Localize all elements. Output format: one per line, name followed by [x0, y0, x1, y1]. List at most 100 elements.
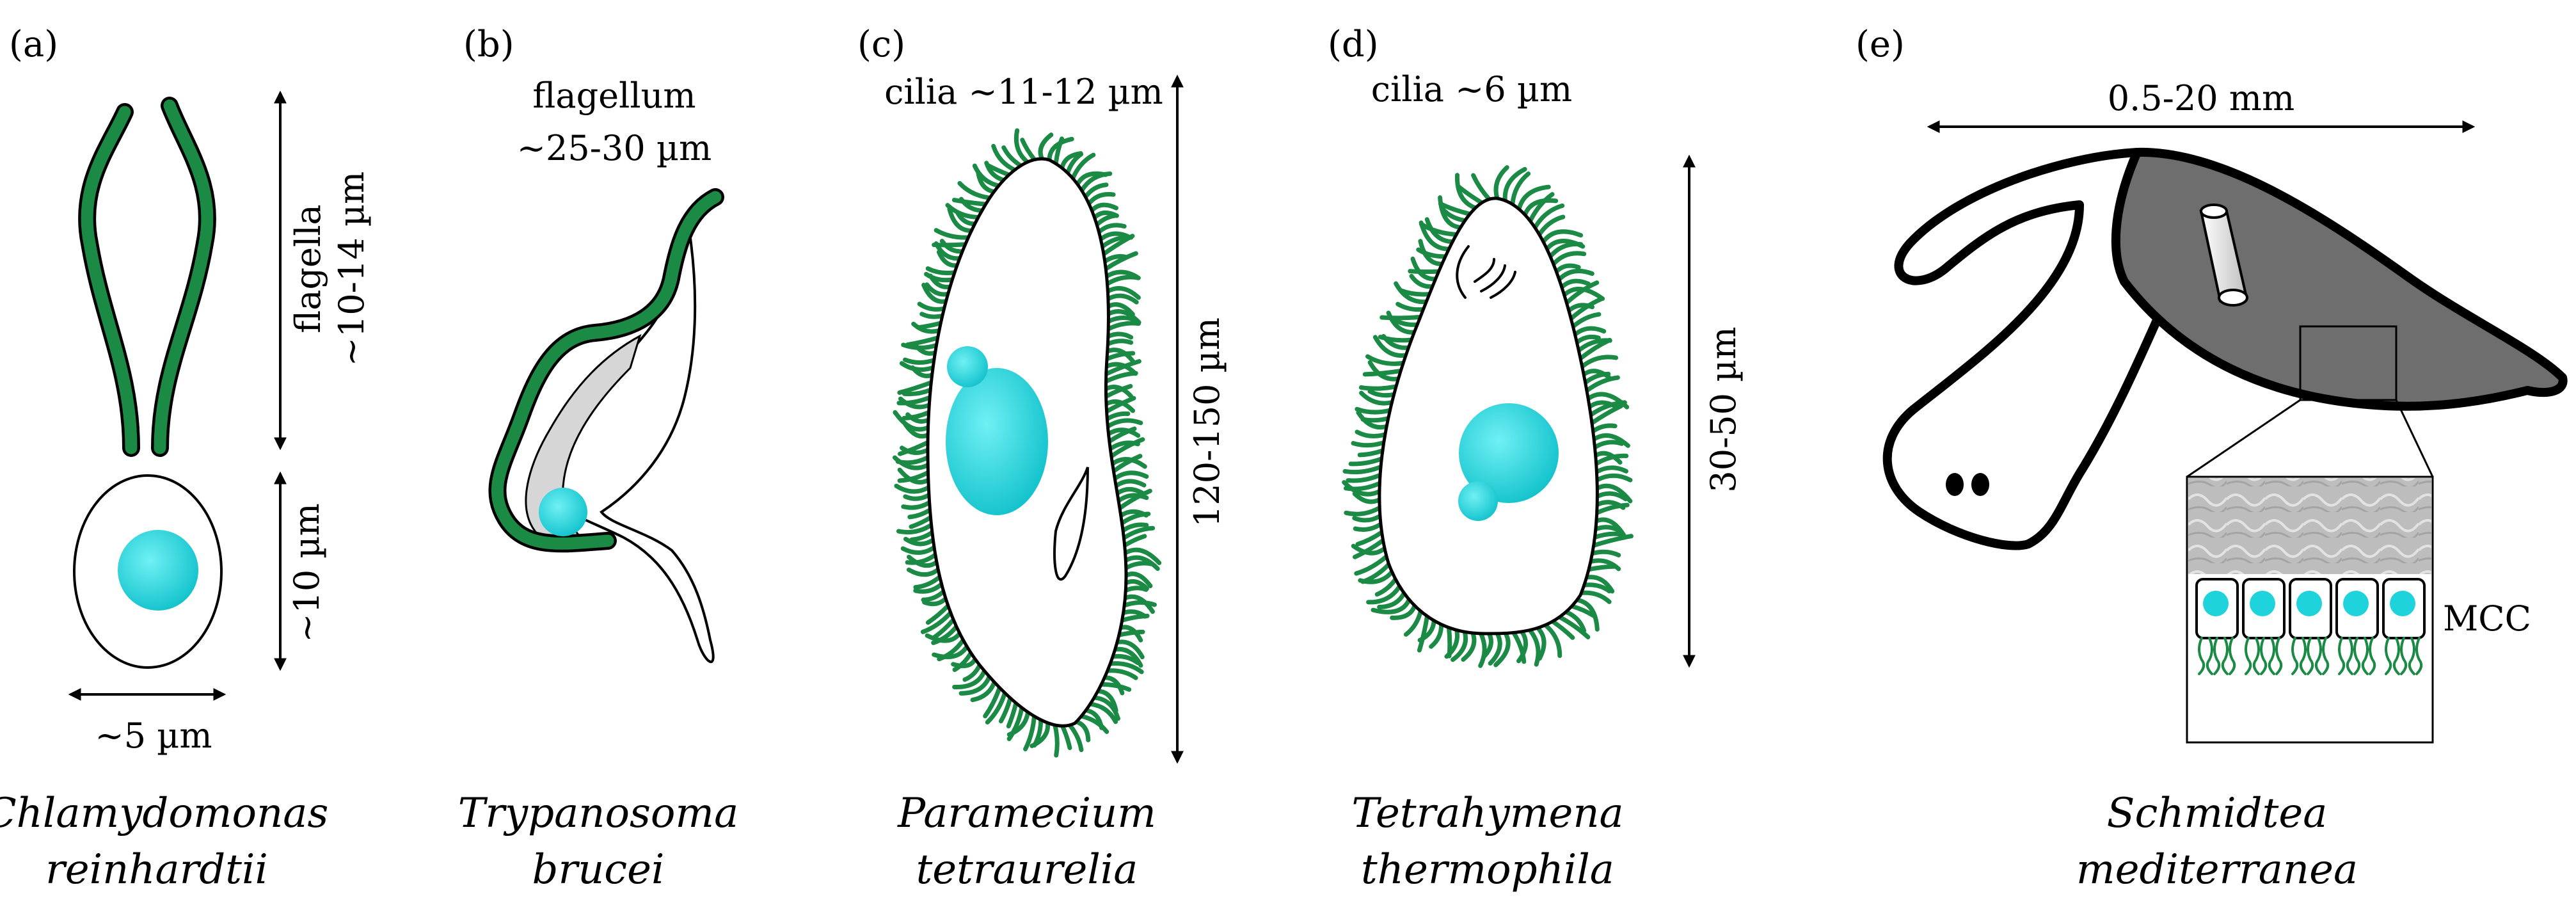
cilium — [932, 644, 969, 659]
cilium — [893, 410, 931, 432]
cilium — [896, 522, 934, 535]
trypanosoma-flagellum — [488, 188, 724, 553]
mcc-cilium — [2206, 637, 2213, 675]
cilium — [1359, 390, 1394, 406]
cilium — [1582, 582, 1612, 594]
cilium — [1588, 400, 1627, 417]
cilium — [1122, 534, 1147, 548]
cilium — [1366, 584, 1402, 605]
cilium — [1537, 214, 1566, 237]
paramecium-oral-groove — [1053, 467, 1089, 581]
cilium — [1578, 337, 1612, 361]
cilium — [1456, 184, 1484, 205]
cilium — [1360, 416, 1391, 423]
cilium — [1105, 339, 1134, 346]
cilium — [1104, 359, 1141, 376]
planarian-length-label: 0.5-20 mm — [2108, 78, 2294, 118]
species-name-e-line1: Schmidtea — [2107, 790, 2328, 837]
cilium — [1564, 609, 1587, 633]
zoom-region-box — [2299, 325, 2397, 401]
cilium — [1106, 293, 1139, 305]
cilium — [1343, 481, 1382, 492]
cilium — [1559, 278, 1591, 290]
cilium — [1117, 488, 1152, 511]
panel-d-letter: (d) — [1328, 24, 1379, 65]
cilium — [1103, 385, 1133, 399]
cilium — [1099, 682, 1132, 692]
cilium — [1109, 437, 1145, 459]
cilium — [1110, 653, 1140, 666]
cilium — [1354, 554, 1389, 576]
tetrahymena-length-label: 30-50 µm — [1703, 326, 1744, 492]
cilium — [1362, 368, 1403, 377]
cilium — [895, 455, 930, 465]
cilium — [906, 567, 941, 577]
cilium — [1591, 534, 1634, 548]
mcc-cilium — [2307, 637, 2314, 675]
species-name-b-line2: brucei — [532, 846, 665, 893]
cilium — [907, 554, 939, 568]
cilium — [951, 657, 978, 669]
cilium — [1394, 281, 1429, 305]
cilium — [1578, 590, 1612, 604]
sem-image — [2188, 478, 2431, 574]
species-name-a-line2: reinhardtii — [45, 846, 268, 893]
cilium — [1355, 429, 1388, 439]
cilium — [1115, 486, 1147, 497]
cilium — [1074, 719, 1091, 742]
cilium — [947, 207, 974, 233]
cilium — [909, 515, 933, 529]
cilium — [897, 467, 931, 484]
mcc-cilium — [2338, 637, 2346, 675]
panel-a-letter: (a) — [9, 24, 58, 65]
cilium — [1455, 173, 1478, 211]
cilium — [1580, 355, 1619, 369]
cilium — [1557, 268, 1594, 282]
zoom-guide-right — [2395, 399, 2434, 477]
mcc-cilium — [2299, 637, 2307, 675]
cell-height-label: ~10 µm — [287, 503, 327, 642]
cilium — [1356, 410, 1389, 430]
mcc-nucleus — [2250, 591, 2275, 616]
cilium — [1522, 198, 1559, 218]
cilium — [1094, 213, 1118, 227]
cilium — [1586, 564, 1618, 572]
cilium — [925, 603, 951, 625]
cilium — [1124, 561, 1154, 570]
cilium — [1001, 145, 1023, 168]
cilium — [907, 508, 932, 520]
cilium — [1570, 604, 1596, 618]
cilium — [925, 266, 957, 276]
mcc-cilium — [2291, 637, 2299, 675]
cilium — [1110, 457, 1147, 469]
cilium — [957, 180, 992, 200]
cilium — [1107, 426, 1137, 444]
cilium — [1351, 543, 1387, 556]
mcc-cilium — [2198, 637, 2206, 675]
cilium — [1065, 152, 1084, 175]
cilium — [1083, 182, 1109, 200]
mcc-cilium — [2252, 637, 2260, 675]
mcc-cilium — [2260, 637, 2268, 675]
cilium — [921, 282, 949, 304]
cilium — [1358, 384, 1399, 391]
cilium — [1548, 241, 1584, 259]
cilium — [1374, 577, 1398, 597]
cilium — [1106, 316, 1140, 324]
cilium — [945, 203, 981, 220]
cilium — [1564, 280, 1600, 305]
cilium — [1502, 166, 1527, 203]
cilium — [1395, 301, 1426, 312]
cilium — [1348, 456, 1384, 467]
cilium — [1594, 453, 1629, 467]
mcc-nucleus — [2296, 591, 2322, 616]
tetrahymena-cilia-label: cilia ~6 µm — [1371, 69, 1572, 109]
tetrahymena-micronucleus — [1458, 481, 1498, 521]
cilium — [909, 530, 935, 542]
cilium — [1118, 625, 1143, 643]
zoom-guide-left — [2186, 399, 2301, 478]
cilium — [911, 321, 942, 334]
cilium — [1583, 371, 1611, 385]
cilium — [1398, 288, 1432, 297]
cilium — [1117, 629, 1145, 637]
